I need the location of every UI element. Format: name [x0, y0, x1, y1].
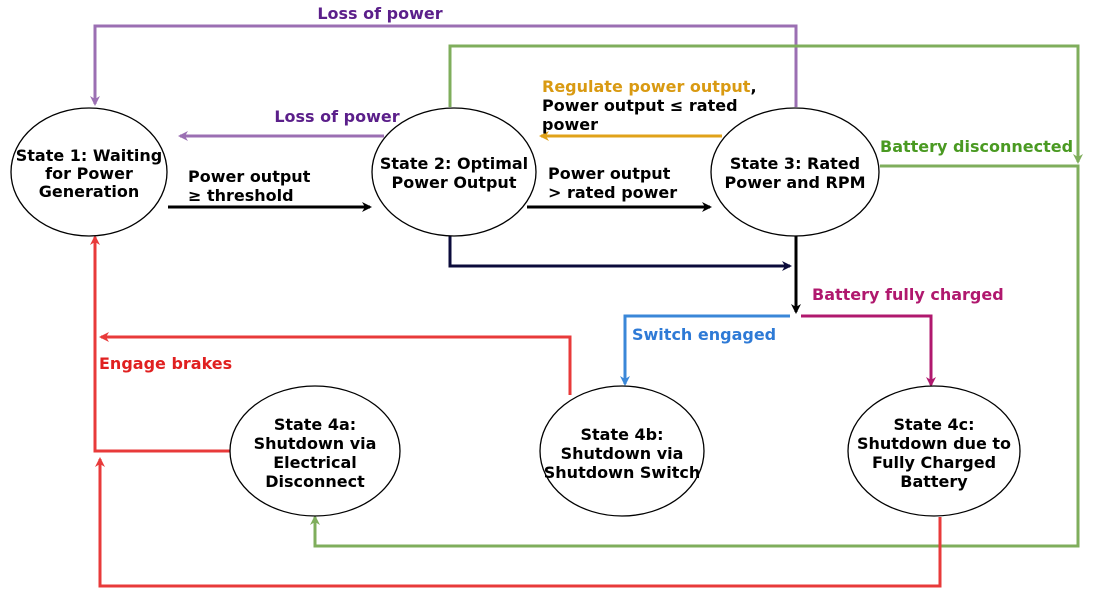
state-4b-label-line-2: Shutdown via: [561, 444, 684, 463]
state-3-label-line-1: State 3: Rated: [730, 154, 860, 173]
state-3-label-line-2: Power and RPM: [725, 173, 866, 192]
state-4c-label-line-4: Battery: [900, 472, 968, 491]
state-1-label-line-2: for Power: [45, 164, 133, 183]
state-4a-node: State 4a: Shutdown via Electrical Discon…: [229, 385, 401, 517]
edge-state2-to-junction: [448, 236, 792, 271]
edge-loss-of-power-top: [90, 24, 798, 107]
state-4a-label-line-1: State 4a:: [274, 415, 356, 434]
state-4c-label-line-3: Fully Charged: [872, 453, 996, 472]
state-4b-label-line-3: Shutdown Switch: [544, 463, 700, 482]
state-4b-node: State 4b: Shutdown via Shutdown Switch: [539, 385, 705, 517]
label-engage-brakes: Engage brakes: [99, 354, 232, 373]
edge-battery-disconnected: [310, 164, 1080, 548]
label-regulate-line-1: Regulate power output,: [542, 77, 757, 96]
label-power-rated-line-1: Power output: [548, 164, 671, 183]
label-regulate-text: Regulate power output: [542, 77, 751, 96]
state-1-label-line-3: Generation: [39, 182, 139, 201]
state-4c-label-line-2: Shutdown due to: [857, 434, 1011, 453]
state-4b-label-line-1: State 4b:: [580, 425, 663, 444]
edge-state4c-to-state4a: [95, 457, 942, 588]
label-power-threshold-line-2: ≥ threshold: [188, 186, 294, 205]
state-4a-label-line-4: Disconnect: [265, 472, 365, 491]
label-switch-engaged: Switch engaged: [632, 325, 776, 344]
state-4a-label-line-2: Shutdown via: [254, 434, 377, 453]
label-regulate-line-2: Power output ≤ rated: [542, 96, 738, 115]
state-2-label-line-1: State 2: Optimal: [380, 154, 528, 173]
state-4a-label-line-3: Electrical: [273, 453, 357, 472]
label-battery-fully-charged: Battery fully charged: [812, 285, 1004, 304]
label-power-threshold-line-1: Power output: [188, 167, 311, 186]
edge-switch-engaged: [620, 314, 790, 386]
label-regulate-line-3: power: [542, 115, 598, 134]
state-1-node: State 1: Waiting for Power Generation: [10, 107, 168, 237]
edge-battery-disconnected-loop: [448, 44, 1083, 164]
label-loss-of-power-mid: Loss of power: [274, 107, 399, 126]
label-loss-of-power-top: Loss of power: [317, 4, 442, 23]
label-battery-disconnected: Battery disconnected: [880, 137, 1073, 156]
label-regulate-comma: ,: [750, 77, 756, 96]
state-4c-node: State 4c: Shutdown due to Fully Charged …: [847, 385, 1021, 517]
state-1-label-line-1: State 1: Waiting: [16, 146, 162, 165]
edge-engage-brakes: [99, 332, 572, 395]
state-2-node: State 2: Optimal Power Output: [371, 107, 537, 237]
edge-state4a-to-state1: [90, 235, 230, 453]
state-2-label-line-2: Power Output: [392, 173, 517, 192]
label-power-rated-line-2: > rated power: [548, 183, 677, 202]
state-3-node: State 3: Rated Power and RPM: [710, 107, 880, 237]
state-4c-label-line-1: State 4c:: [893, 415, 974, 434]
edge-battery-fully-charged: [801, 314, 936, 387]
